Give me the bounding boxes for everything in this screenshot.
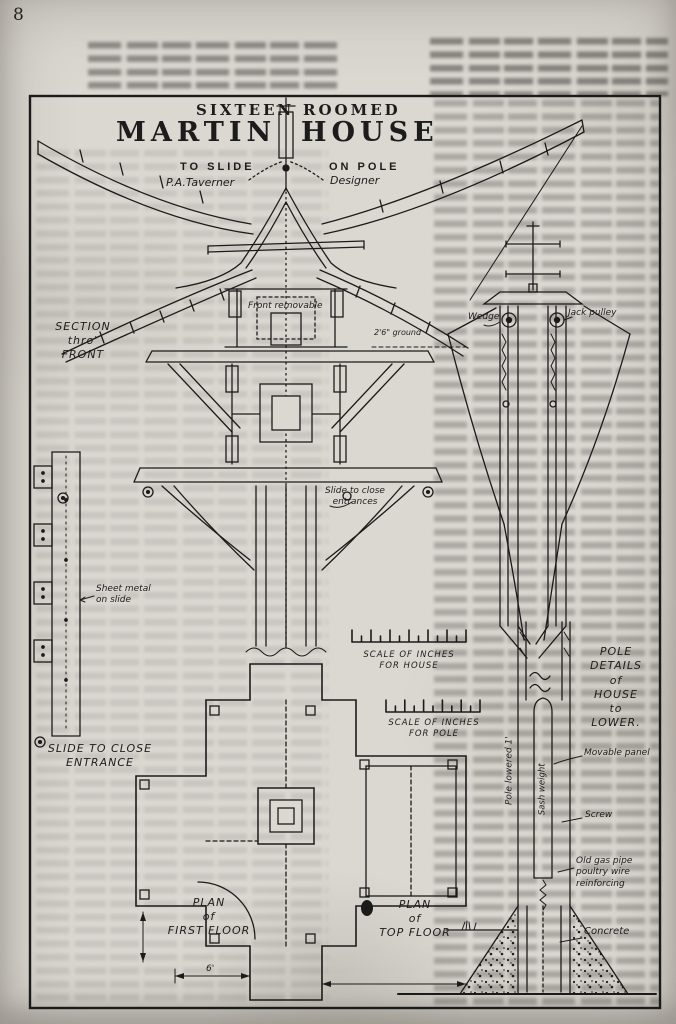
title-word-roomed: ROOMED: [303, 101, 401, 119]
label-screw: Screw: [585, 810, 613, 820]
title-word-sixteen: SIXTEEN: [196, 101, 295, 119]
section-drawing: [37, 97, 585, 657]
floor-plans-drawing: [135, 663, 467, 1001]
slide-detail-drawing: [33, 451, 95, 748]
label-wedge: Wedge: [468, 312, 500, 322]
page-number: 8: [13, 5, 24, 25]
label-sheet-metal: Sheet metal on slide: [96, 584, 151, 606]
label-reinforcing: Old gas pipe poultry wire reinforcing: [576, 856, 633, 889]
title-word-house: HOUSE: [301, 117, 439, 148]
label-front-removable: Front removable: [248, 301, 323, 311]
label-dim-six-feet: 6': [206, 964, 215, 974]
title-word-martin: MARTIN: [116, 117, 277, 148]
label-section-front: SECTION thro' FRONT: [55, 320, 111, 361]
label-plan-top-floor: PLAN of TOP FLOOR: [379, 898, 451, 939]
scale-bars: [351, 629, 481, 713]
plate-border: [28, 94, 662, 1010]
designer-name: P.A.Taverner: [166, 176, 235, 189]
label-plan-first-floor: PLAN of FIRST FLOOR: [167, 896, 251, 937]
pole-top-detail-drawing: [447, 221, 631, 659]
title-subtitle-to-slide: TO SLIDE: [180, 161, 255, 173]
label-ground-clearance: 2'6" ground: [374, 328, 422, 337]
label-pole-lowered: Pole lowered 1': [504, 736, 515, 805]
label-pole-details: POLE DETAILS of HOUSE to LOWER.: [589, 645, 642, 730]
label-jack-pulley: Jack pulley: [568, 308, 617, 318]
designer-role: Designer: [330, 174, 380, 187]
label-scale-pole: SCALE OF INCHES FOR POLE: [388, 718, 480, 739]
label-sash-weight: Sash weight: [537, 763, 548, 816]
label-concrete: Concrete: [584, 926, 630, 937]
pole-detail-drawing: [397, 621, 657, 995]
label-slide-entrances: Slide to close entrances: [325, 486, 385, 508]
label-slide-entrance-detail: SLIDE TO CLOSE ENTRANCE: [47, 742, 153, 769]
label-movable-panel: Movable panel: [584, 748, 650, 758]
title-subtitle-on-pole: ON POLE: [329, 161, 400, 173]
label-scale-house: SCALE OF INCHES FOR HOUSE: [363, 650, 455, 671]
